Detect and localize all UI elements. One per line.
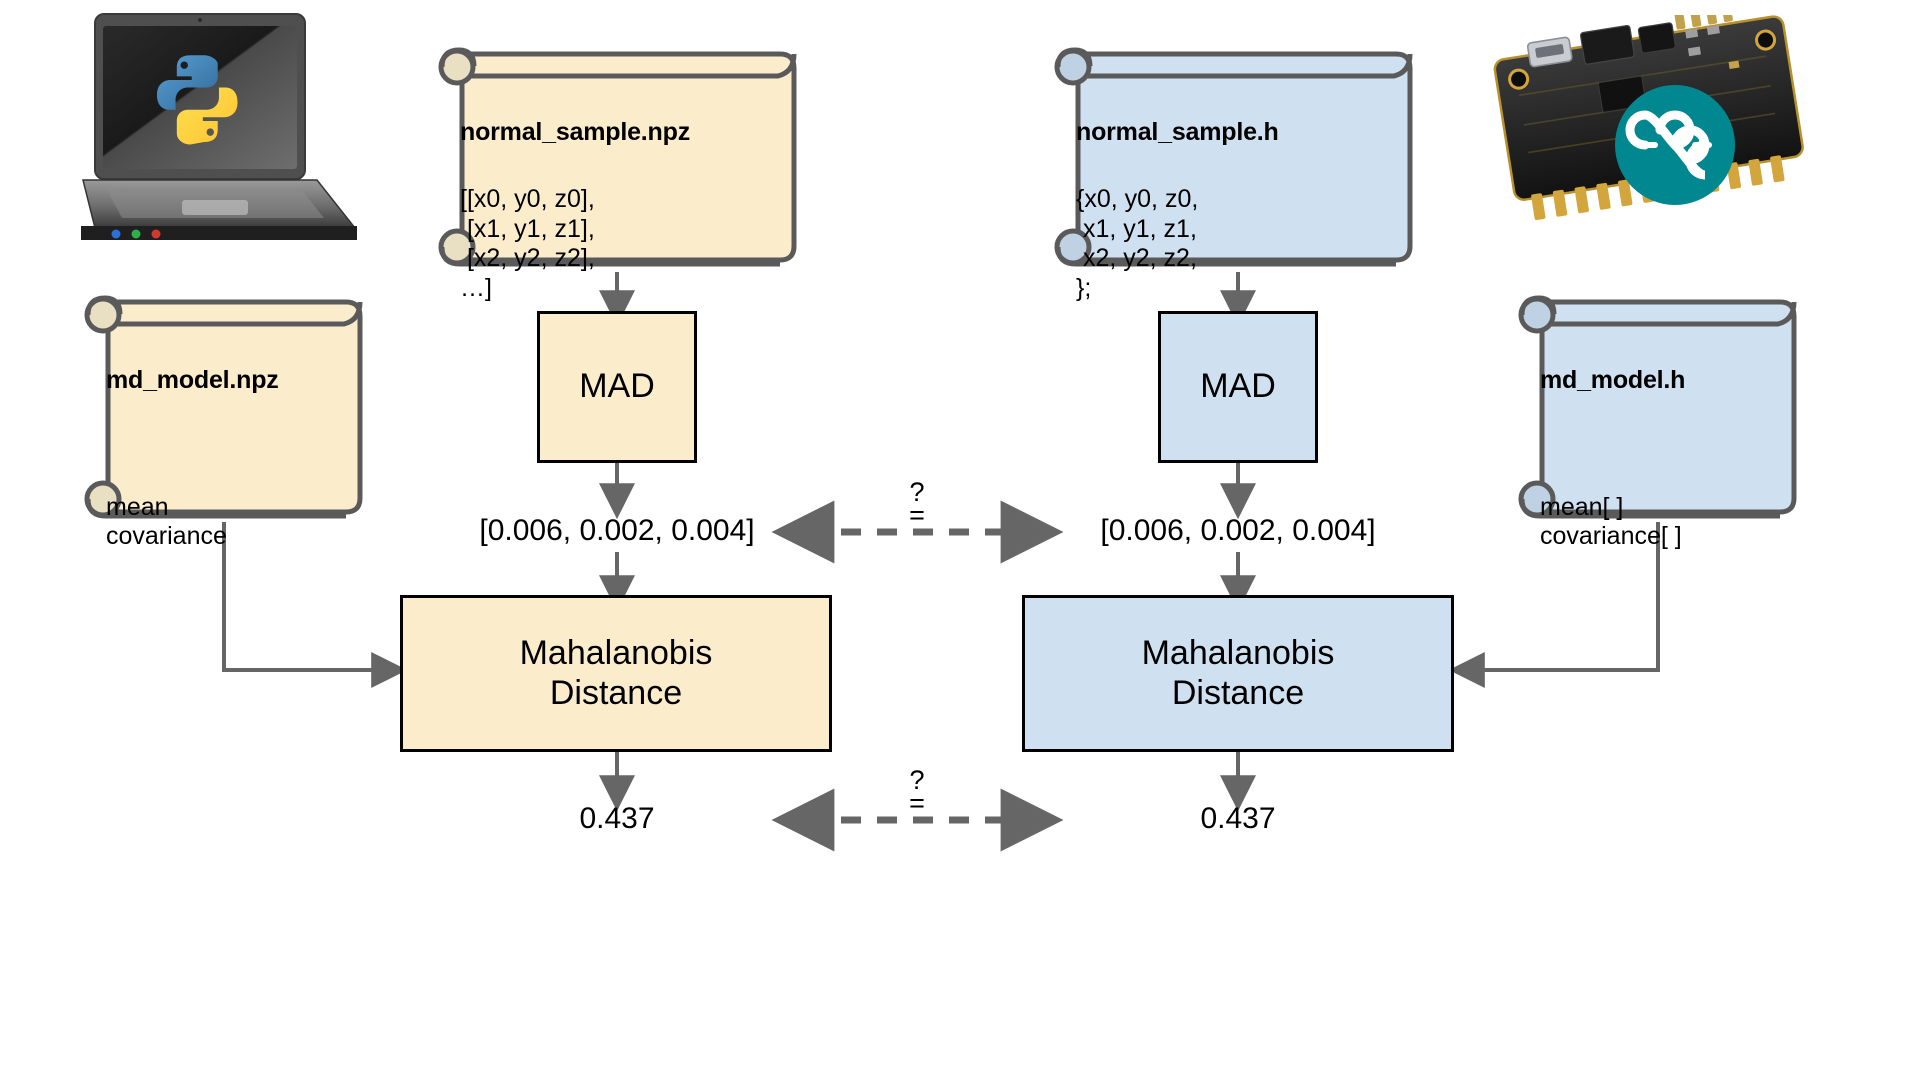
mad-box-python[interactable]: MAD (537, 311, 697, 463)
mahalanobis-distance-box-python[interactable]: Mahalanobis Distance (400, 595, 832, 752)
note-normal-sample-h[interactable]: normal_sample.h {x0, y0, z0, x1, y1, z1,… (1048, 42, 1418, 302)
distance-output-python: 0.437 (579, 802, 655, 835)
note-content: [[x0, y0, z0], [x1, y1, z1], [x2, y2, z2… (460, 185, 595, 302)
note-title: md_model.h (1540, 365, 1686, 394)
note-md-model-h[interactable]: md_model.h mean[ ] covariance[ ] (1512, 290, 1802, 550)
note-content: mean[ ] covariance[ ] (1540, 492, 1682, 551)
note-content: {x0, y0, z0, x1, y1, z1, x2, y2, z2, }; (1076, 185, 1199, 302)
note-title: md_model.npz (106, 365, 279, 394)
distance-output-comparison-symbol: ? = (909, 765, 925, 818)
note-spacer (1540, 433, 1788, 455)
note-normal-sample-npz[interactable]: normal_sample.npz [[x0, y0, z0], [x1, y1… (432, 42, 802, 302)
note-content: mean covariance (106, 492, 227, 551)
note-title: normal_sample.h (1076, 117, 1279, 146)
note-md-model-npz[interactable]: md_model.npz mean covariance (78, 290, 368, 550)
note-spacer (106, 433, 354, 455)
mad-box-arduino[interactable]: MAD (1158, 311, 1318, 463)
mad-output-python: [0.006, 0.002, 0.004] (479, 514, 755, 547)
note-title: normal_sample.npz (460, 117, 690, 146)
mahalanobis-distance-box-arduino[interactable]: Mahalanobis Distance (1022, 595, 1454, 752)
mad-output-comparison-symbol: ? = (909, 477, 925, 530)
python-laptop-icon (78, 10, 368, 270)
mad-output-arduino: [0.006, 0.002, 0.004] (1100, 514, 1376, 547)
arduino-board-icon (1487, 5, 1817, 265)
distance-output-arduino: 0.437 (1200, 802, 1276, 835)
